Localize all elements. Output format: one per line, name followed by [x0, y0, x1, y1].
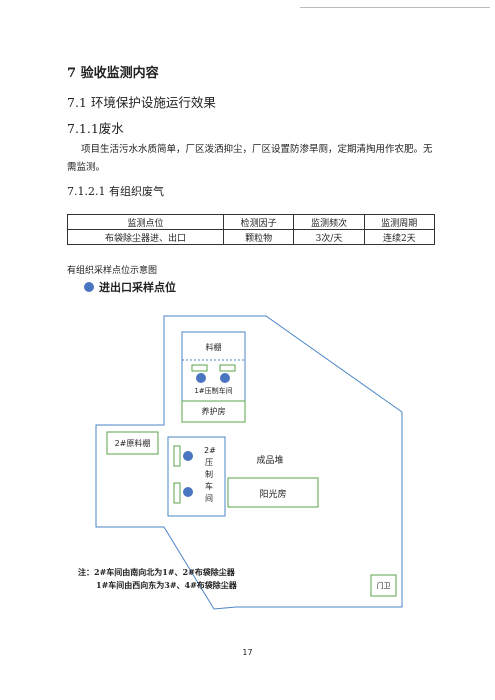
table-cell: 连续2天 — [363, 229, 436, 245]
sampling-point-dot — [183, 451, 193, 461]
gate-building — [370, 574, 397, 597]
sampling-point-dot — [183, 487, 193, 497]
material-shed-label: 料棚 — [205, 343, 222, 352]
sun-room-building — [227, 477, 319, 508]
table-row: 布袋除尘器进、出口 颗粒物 3次/天 连续2天 — [67, 229, 436, 245]
press-2-building — [167, 436, 226, 517]
monitoring-table: 监测点位 检测因子 监测频次 监测周期 布袋除尘器进、出口 颗粒物 3次/天 连… — [67, 214, 436, 245]
sampling-point-dot — [196, 373, 206, 383]
table-cell: 3次/天 — [293, 229, 365, 245]
section-title: 7 验收监测内容 — [67, 66, 159, 81]
legend-label: 进出口采样点位 — [99, 281, 176, 294]
legend: 进出口采样点位 — [84, 279, 176, 295]
raw-shed-2-label: 2#原料棚 — [114, 439, 151, 448]
sampling-point-icon — [84, 282, 94, 292]
page-number: 17 — [242, 648, 253, 657]
curing-room-building — [181, 400, 246, 423]
baghouse-rect — [191, 364, 208, 372]
press-1-label: 1#压制车间 — [194, 387, 233, 395]
sampling-point-dot — [220, 373, 230, 383]
baghouse-rect — [219, 364, 236, 372]
gate-label: 门卫 — [376, 582, 391, 590]
header-rule — [300, 7, 490, 8]
figure-caption: 有组织采样点位示意图 — [67, 266, 158, 276]
exhaust-heading: 7.1.2.1 有组织废气 — [67, 185, 164, 198]
sun-room-label: 阳光房 — [259, 490, 287, 500]
raw-shed-2-building — [106, 431, 159, 455]
baghouse-rect — [173, 445, 181, 467]
map-note-line2: 1#车间由西向东为3#、4#布袋除尘器 — [96, 580, 237, 590]
map-note-line1: 注：2#车间由南向北为1#、2#布袋除尘器 — [78, 567, 235, 577]
wastewater-heading: 7.1.1废水 — [67, 121, 124, 136]
curing-room-label: 养护房 — [201, 407, 226, 416]
baghouse-rect — [173, 482, 181, 504]
product-yard-label: 成品堆 — [256, 456, 284, 466]
site-boundary — [95, 315, 403, 610]
wastewater-paragraph: 项目生活污水水质简单，厂区泼洒抑尘，厂区设置防渗旱厕，定期清掏用作农肥。无需监测… — [67, 144, 433, 173]
subsection-title: 7.1 环境保护设施运行效果 — [67, 95, 216, 110]
press-2-label: 2#压制车间 — [204, 446, 216, 503]
table-header-row: 监测点位 检测因子 监测频次 监测周期 — [67, 214, 436, 230]
